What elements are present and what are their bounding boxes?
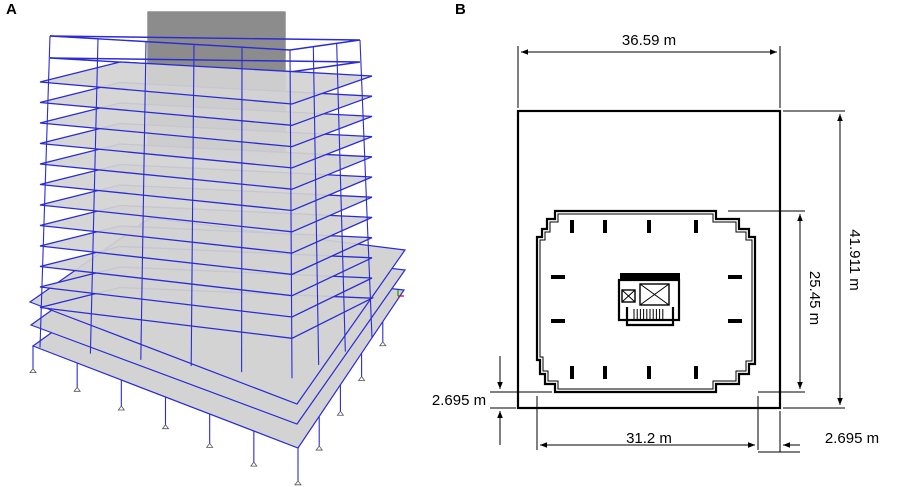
support-symbol bbox=[73, 386, 81, 392]
support-symbol bbox=[205, 442, 214, 448]
support-symbol bbox=[336, 410, 345, 416]
support-symbol bbox=[117, 405, 126, 411]
tower-column bbox=[89, 38, 99, 354]
support-symbol bbox=[315, 445, 323, 451]
columns bbox=[551, 220, 742, 379]
tower-column bbox=[190, 44, 195, 366]
tower-column bbox=[140, 41, 147, 360]
tower-column bbox=[359, 39, 373, 339]
support-symbol bbox=[161, 424, 170, 430]
tower-column bbox=[336, 43, 346, 352]
roof-frame bbox=[49, 35, 361, 51]
dim-overall-width: 36.59 m bbox=[622, 32, 676, 49]
dim-tower-depth: 25.45 m bbox=[806, 271, 823, 325]
panel-a-label: A bbox=[6, 1, 17, 18]
tower-outline bbox=[535, 209, 757, 394]
tower-column bbox=[312, 46, 320, 365]
support-symbol bbox=[379, 341, 387, 347]
tower-column bbox=[39, 35, 51, 348]
support-symbol bbox=[357, 375, 366, 381]
site-boundary bbox=[516, 109, 782, 410]
dim-overall-depth: 41.911 m bbox=[846, 229, 863, 290]
support-symbol bbox=[250, 461, 258, 467]
tower-inner-outline bbox=[539, 213, 753, 390]
tower-column bbox=[289, 49, 293, 379]
tower-slab bbox=[39, 61, 373, 105]
panel-b-label: B bbox=[455, 1, 466, 18]
elevator-core bbox=[617, 273, 681, 327]
support-symbol bbox=[294, 480, 302, 486]
support-symbol bbox=[29, 367, 37, 373]
dim-offset-right: 2.695 m bbox=[825, 430, 879, 447]
structural-model-3d bbox=[28, 11, 407, 486]
dim-tower-width: 31.2 m bbox=[626, 430, 672, 447]
